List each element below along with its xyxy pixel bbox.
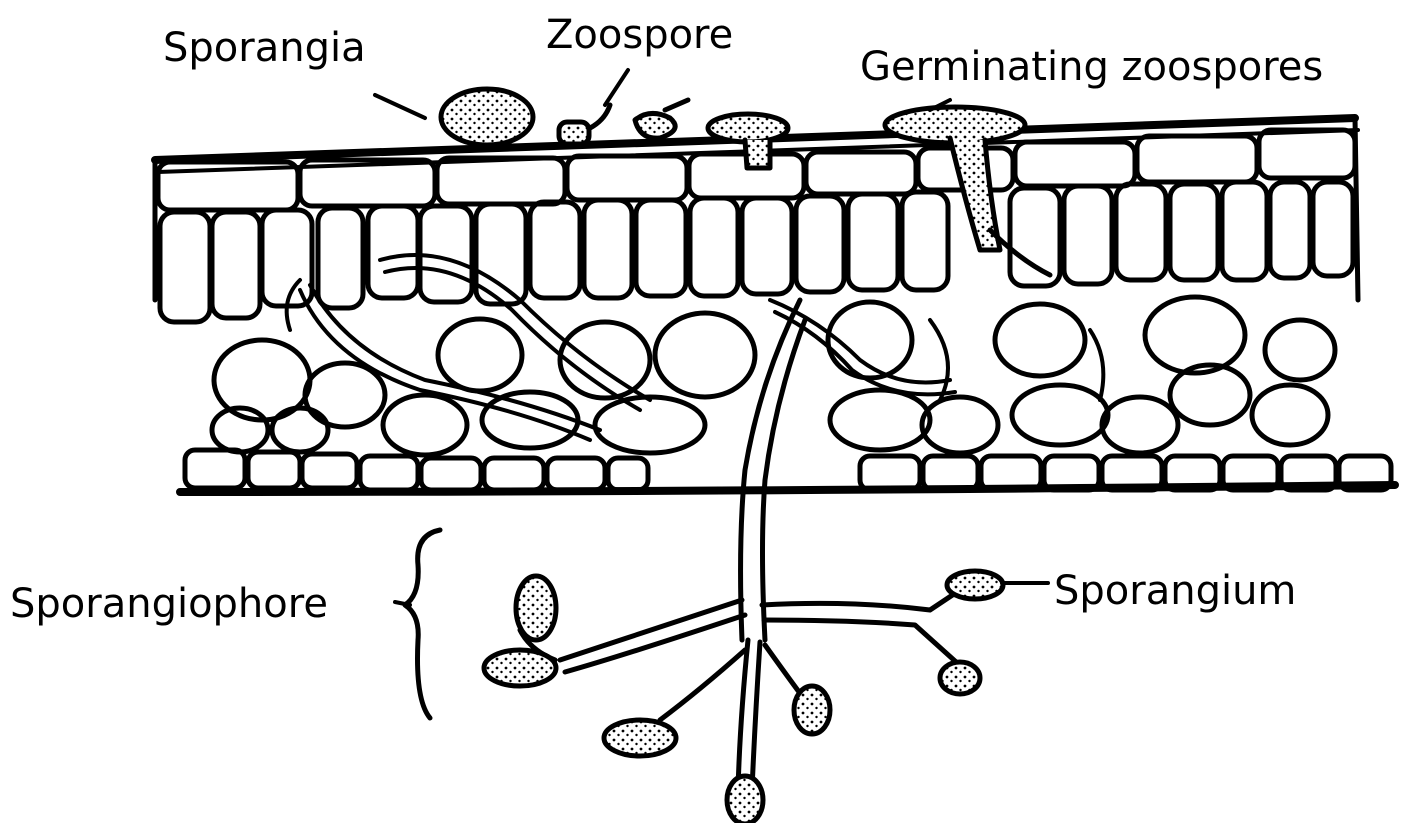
surface-sporangia <box>441 89 688 145</box>
intercellular-hyphae <box>287 255 1104 440</box>
label-sporangium: Sporangium <box>1054 571 1296 611</box>
pointer-sporangia <box>375 95 425 118</box>
label-sporangiophore: Sporangiophore <box>10 584 328 624</box>
leaf-outline <box>155 118 1395 492</box>
label-zoospore: Zoospore <box>546 15 733 55</box>
label-sporangia: Sporangia <box>163 28 366 68</box>
label-germinating-zoospores: Germinating zoospores <box>860 47 1323 87</box>
pointer-zoospore <box>605 70 628 105</box>
sporangiophore-brace <box>405 530 440 718</box>
